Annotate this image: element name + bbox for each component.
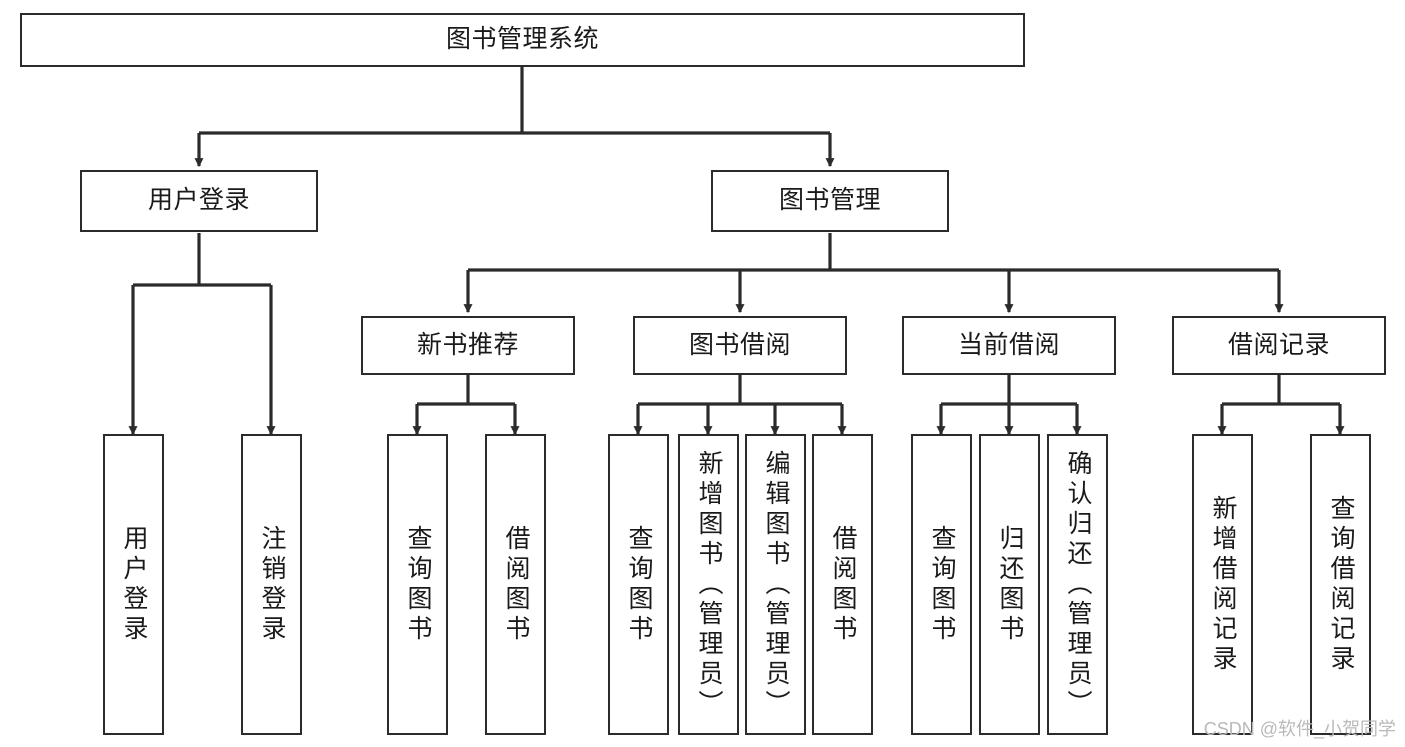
node-leaf-user-logout[interactable]: 注销登录 [241,434,302,735]
node-label: 新书推荐 [416,330,519,359]
node-label: 图书管理系统 [445,25,599,54]
node-leaf-borrow-book-borrow[interactable]: 借阅图书 [812,434,873,735]
node-leaf-query-book-newbook[interactable]: 查询图书 [387,434,448,735]
node-label: 编辑图书（管理员） [762,450,790,720]
node-label: 图书借阅 [688,330,791,359]
node-label: 确认归还（管理员） [1064,450,1092,720]
node-leaf-user-login[interactable]: 用户登录 [103,434,164,735]
node-label: 用户登录 [147,186,250,215]
node-leaf-edit-book-admin[interactable]: 编辑图书（管理员） [745,434,806,735]
node-label: 借阅图书 [829,524,857,645]
node-leaf-query-book-current[interactable]: 查询图书 [911,434,972,735]
node-label: 查询图书 [928,524,956,645]
node-leaf-query-book-borrow[interactable]: 查询图书 [608,434,669,735]
node-label: 注销登录 [258,524,286,645]
node-label: 归还图书 [996,524,1024,645]
node-borrow-records[interactable]: 借阅记录 [1172,316,1386,375]
node-label: 当前借阅 [957,330,1060,359]
node-label: 新增借阅记录 [1209,494,1237,675]
node-book-management[interactable]: 图书管理 [711,170,949,232]
node-leaf-confirm-return-admin[interactable]: 确认归还（管理员） [1047,434,1108,735]
node-leaf-add-book-admin[interactable]: 新增图书（管理员） [678,434,739,735]
node-label: 用户登录 [120,524,148,645]
node-label: 查询借阅记录 [1327,494,1355,675]
node-label: 借阅记录 [1227,330,1330,359]
node-leaf-query-borrow-record[interactable]: 查询借阅记录 [1310,434,1371,735]
node-leaf-return-book[interactable]: 归还图书 [979,434,1040,735]
node-label: 借阅图书 [502,524,530,645]
node-label: 图书管理 [778,186,881,215]
node-user-login[interactable]: 用户登录 [80,170,318,232]
node-leaf-borrow-book-newbook[interactable]: 借阅图书 [485,434,546,735]
node-label: 新增图书（管理员） [695,450,723,720]
node-label: 查询图书 [625,524,653,645]
node-leaf-add-borrow-record[interactable]: 新增借阅记录 [1192,434,1253,735]
node-label: 查询图书 [404,524,432,645]
node-new-book-recommend[interactable]: 新书推荐 [361,316,575,375]
node-root-system[interactable]: 图书管理系统 [20,13,1025,67]
node-current-borrow[interactable]: 当前借阅 [902,316,1116,375]
node-book-borrow[interactable]: 图书借阅 [633,316,847,375]
